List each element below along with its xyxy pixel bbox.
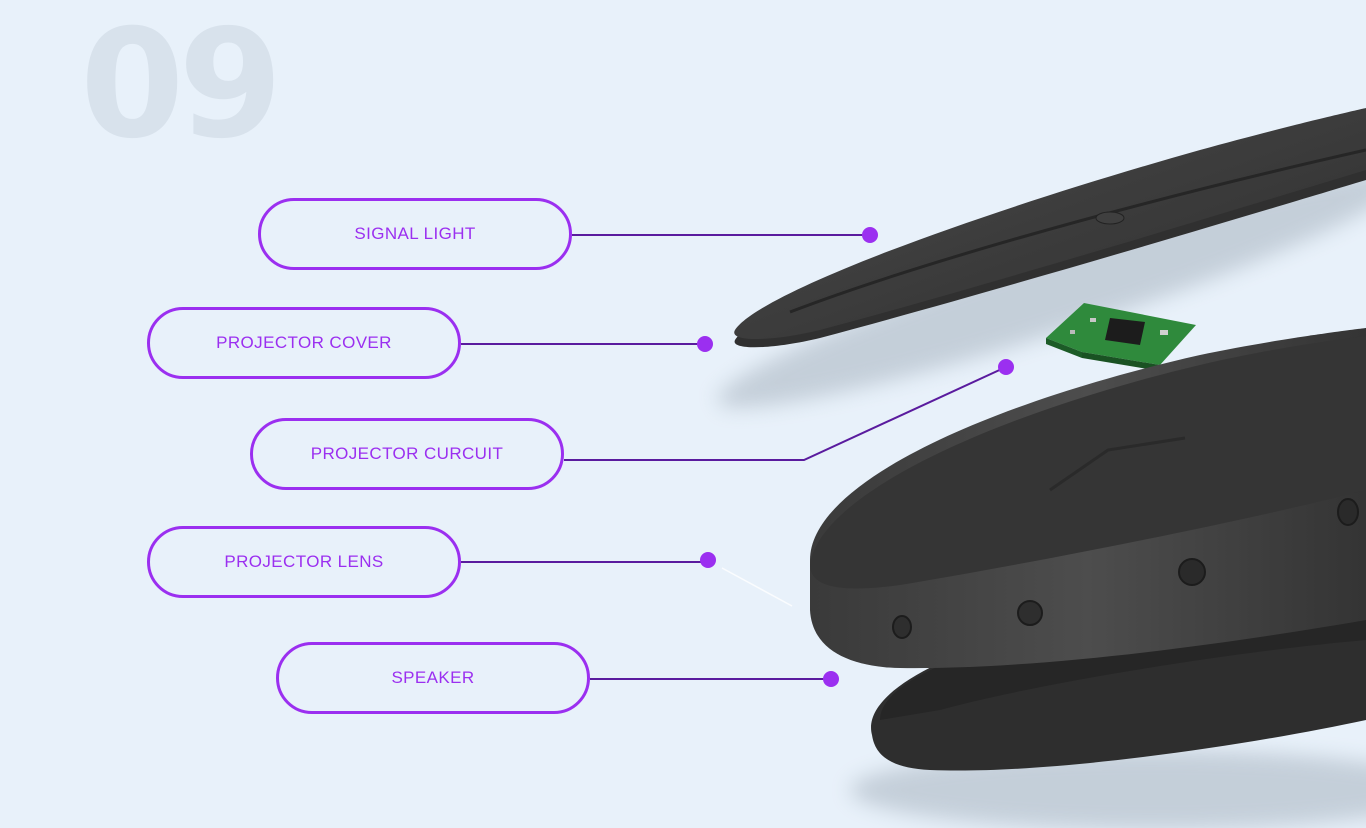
label-projector-lens[interactable]: PROJECTOR LENS <box>147 526 461 598</box>
callout-dot-projector-lens <box>700 552 716 568</box>
lens-hole-icon <box>1178 558 1206 586</box>
lens-hole-icon <box>1017 600 1043 626</box>
callout-line-lens-extension <box>721 567 793 607</box>
projector-body-part <box>810 328 1366 669</box>
callout-dot-projector-curcuit <box>998 359 1014 375</box>
cover-shadow <box>717 172 1366 408</box>
label-projector-curcuit[interactable]: PROJECTOR CURCUIT <box>250 418 564 490</box>
label-projector-cover[interactable]: PROJECTOR COVER <box>147 307 461 379</box>
signal-light-dot <box>1095 211 1125 225</box>
projector-cover-part <box>734 108 1366 348</box>
lens-hole-icon <box>1337 498 1359 526</box>
section-number: 09 <box>80 0 283 172</box>
callout-dot-speaker <box>823 671 839 687</box>
circuit-board-part <box>1046 303 1196 371</box>
callout-dot-projector-cover <box>697 336 713 352</box>
callout-line-projector-curcuit <box>564 366 1007 461</box>
callout-dot-signal-light <box>862 227 878 243</box>
label-speaker[interactable]: SPEAKER <box>276 642 590 714</box>
label-signal-light[interactable]: SIGNAL LIGHT <box>258 198 572 270</box>
lens-hole-icon <box>892 615 912 639</box>
callout-lines <box>461 227 1014 687</box>
